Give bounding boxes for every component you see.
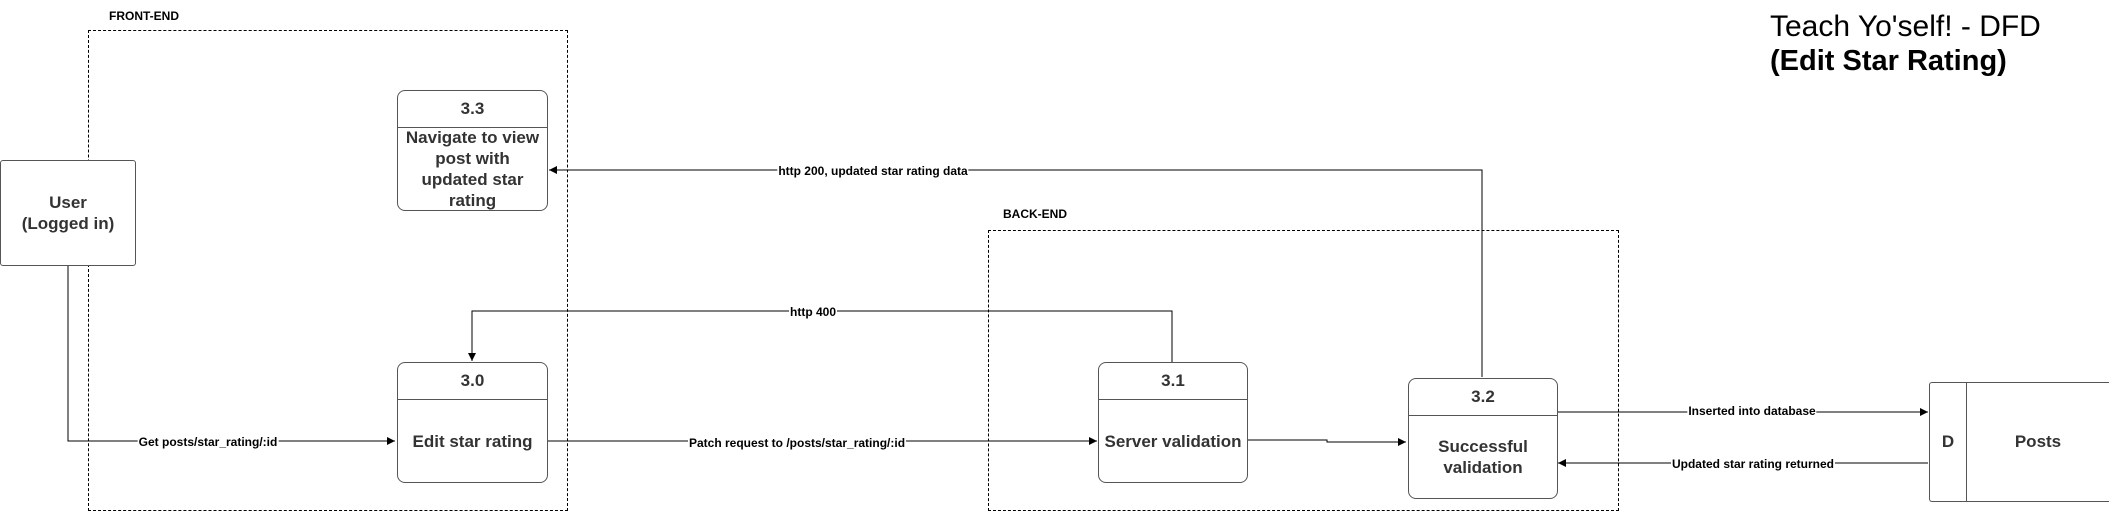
- process-id: 3.0: [398, 363, 547, 400]
- process-name: Server validation: [1104, 431, 1242, 451]
- process-name: Successful validation: [1438, 437, 1528, 477]
- flow-label-inserted: Inserted into database: [1687, 404, 1817, 418]
- frontend-boundary-label: FRONT-END: [109, 9, 179, 23]
- user-entity-label: User: [49, 193, 87, 212]
- diagram-title-line1: Teach Yo'self! - DFD: [1770, 10, 2041, 43]
- backend-boundary-label: BACK-END: [1003, 207, 1067, 221]
- flow-label-http200: http 200, updated star rating data: [777, 164, 969, 178]
- process-3-2: 3.2 Successful validation: [1408, 378, 1558, 499]
- user-entity: User (Logged in): [0, 160, 136, 266]
- flow-line-get-posts: [67, 265, 395, 445]
- process-3-3: 3.3 Navigate to view post with updated s…: [397, 90, 548, 211]
- datastore-name: Posts: [2014, 432, 2062, 451]
- datastore-posts: D Posts: [1929, 382, 2109, 502]
- process-id: 3.2: [1409, 379, 1557, 416]
- process-id: 3.3: [398, 91, 547, 128]
- flow-label-get-posts: Get posts/star_rating/:id: [137, 435, 279, 449]
- user-entity-sublabel: (Logged in): [21, 214, 115, 233]
- process-name: Navigate to view post with updated star …: [405, 128, 540, 210]
- diagram-title: Teach Yo'self! - DFD (Edit Star Rating): [1770, 10, 2041, 78]
- flow-label-returned: Updated star rating returned: [1670, 457, 1836, 471]
- process-3-1: 3.1 Server validation: [1098, 362, 1248, 483]
- flow-label-http400: http 400: [788, 305, 838, 319]
- process-name: Edit star rating: [412, 431, 533, 451]
- process-3-0: 3.0 Edit star rating: [397, 362, 548, 483]
- process-id: 3.1: [1099, 363, 1247, 400]
- diagram-title-line2: (Edit Star Rating): [1770, 45, 2007, 77]
- flow-label-patch-request: Patch request to /posts/star_rating/:id: [687, 436, 907, 450]
- flow-line-to-success: [1247, 438, 1406, 446]
- datastore-id: D: [1930, 383, 1967, 501]
